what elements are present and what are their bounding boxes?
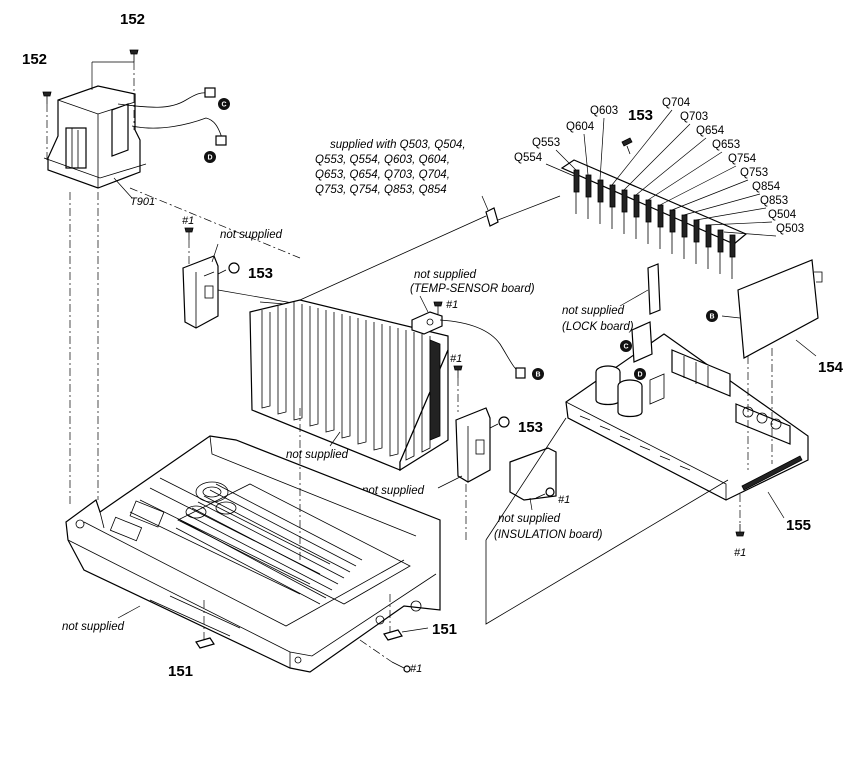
label-t901: T901 <box>130 196 155 208</box>
svg-text:C: C <box>624 344 629 351</box>
screw-1-chassis <box>391 661 411 673</box>
label-q603: Q603 <box>590 105 618 117</box>
heat-sink <box>249 299 449 472</box>
label-q754: Q754 <box>728 153 757 165</box>
label-not-supplied-insulation: not supplied <box>498 513 561 525</box>
label-q704: Q704 <box>662 97 691 109</box>
label-insulation-board: (INSULATION board) <box>494 529 603 541</box>
transistor-row <box>560 159 748 279</box>
label-q853: Q853 <box>760 195 788 207</box>
label-screw-1-e: #1 <box>410 663 422 675</box>
screw-1-center <box>453 365 463 378</box>
screw-1-insulation <box>535 487 555 499</box>
label-q653: Q653 <box>712 139 740 151</box>
foot-151-right <box>383 629 403 641</box>
label-not-supplied-bracket: not supplied <box>220 229 283 241</box>
screw-153-transistor <box>621 137 633 155</box>
screw-1-temp-sensor <box>433 301 443 314</box>
label-q753: Q753 <box>740 167 768 179</box>
supplied-with-line-1: supplied with Q503, Q504, <box>330 139 466 151</box>
svg-text:D: D <box>638 372 643 379</box>
label-q503: Q503 <box>776 223 804 235</box>
screw-152-top <box>129 49 139 62</box>
label-q604: Q604 <box>566 121 595 133</box>
label-153-center: 153 <box>518 419 543 436</box>
label-not-supplied-lock: not supplied <box>562 305 625 317</box>
main-board-155 <box>565 321 809 501</box>
svg-text:B: B <box>536 372 541 379</box>
insulation-board <box>509 447 557 501</box>
label-lock-board: (LOCK board) <box>562 321 634 333</box>
temp-sensor-board <box>411 311 443 335</box>
label-154: 154 <box>818 359 844 376</box>
connector-d-marker-board: D <box>634 368 646 380</box>
label-temp-sensor-board: (TEMP-SENSOR board) <box>410 283 535 295</box>
label-q553: Q553 <box>532 137 560 149</box>
svg-text:D: D <box>208 155 213 162</box>
label-152-top: 152 <box>120 11 145 28</box>
svg-text:C: C <box>222 102 227 109</box>
transformer-wires <box>117 87 227 146</box>
label-q504: Q504 <box>768 209 797 221</box>
label-screw-1-a: #1 <box>182 215 194 227</box>
bracket-center <box>455 407 491 483</box>
connector-b-marker-sensor: B <box>532 368 544 380</box>
label-q854: Q854 <box>752 181 781 193</box>
board-154 <box>737 259 823 359</box>
svg-text:B: B <box>710 314 715 321</box>
label-153-right: 153 <box>628 107 653 124</box>
screw-152-left <box>42 91 52 104</box>
label-151-right: 151 <box>432 621 457 638</box>
connector-d-marker: D <box>204 151 216 163</box>
label-not-supplied-heatsink: not supplied <box>286 449 349 461</box>
connector-c-marker-board: C <box>620 340 632 352</box>
label-q703: Q703 <box>680 111 708 123</box>
lock-board <box>647 263 661 315</box>
bracket-left <box>182 255 219 329</box>
transistor-leaders <box>545 109 777 237</box>
chassis <box>65 435 441 673</box>
label-not-supplied-bracket-2: not supplied <box>362 485 425 497</box>
label-155: 155 <box>786 517 811 534</box>
screw-153-center <box>489 416 510 429</box>
foot-151-left <box>195 637 215 649</box>
supplied-with-line-2: Q553, Q554, Q603, Q604, <box>315 154 450 166</box>
connector-c-marker: C <box>218 98 230 110</box>
supplied-with-line-3: Q653, Q654, Q703, Q704, <box>315 169 450 181</box>
label-153-left: 153 <box>248 265 273 282</box>
transformer-t901 <box>43 85 147 189</box>
label-not-supplied-chassis: not supplied <box>62 621 125 633</box>
label-q554: Q554 <box>514 152 543 164</box>
connector-b-marker-154: B <box>706 310 718 322</box>
label-not-supplied-temp: not supplied <box>414 269 477 281</box>
label-screw-1-c: #1 <box>450 353 462 365</box>
supplied-with-line-4: Q753, Q754, Q853, Q854 <box>315 184 447 196</box>
screw-1-board <box>735 524 745 537</box>
transistor-insulator <box>485 207 499 227</box>
label-screw-1-f: #1 <box>734 547 746 559</box>
label-screw-1-b: #1 <box>446 299 458 311</box>
label-screw-1-d: #1 <box>558 494 570 506</box>
screw-153-left <box>217 262 240 275</box>
label-151-left: 151 <box>168 663 193 680</box>
screw-1-left-bracket <box>184 227 194 240</box>
label-q654: Q654 <box>696 125 725 137</box>
label-152-left: 152 <box>22 51 47 68</box>
